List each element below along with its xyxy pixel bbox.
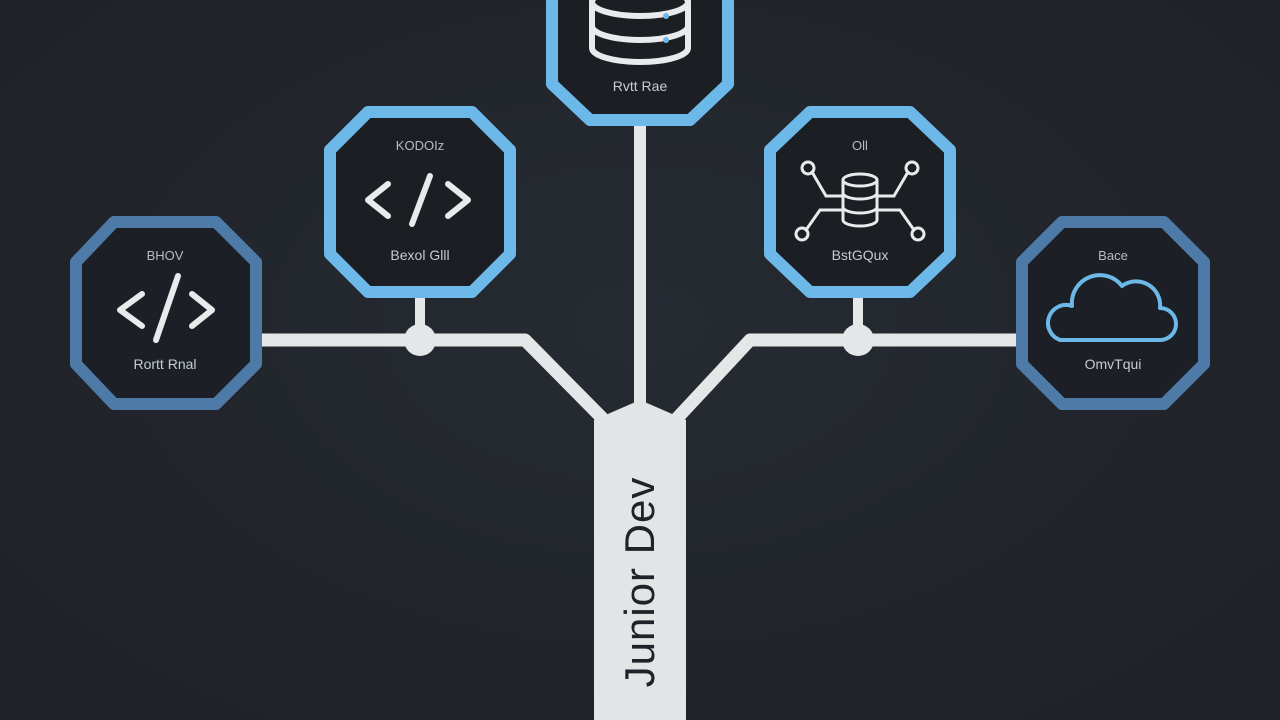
node-top-center[interactable]: Rvtt Rae [546,0,734,126]
node-left-upper-label: Bexol Glll [390,247,449,263]
led-dot-icon [663,13,669,19]
node-left-lower-title: BHOV [147,248,184,263]
junction-dot-left [404,324,436,356]
cloud-icon [1046,273,1178,342]
trunk-bar [594,400,686,720]
trunk-label: Junior Dev [616,477,663,688]
node-right-lower-label: OmvTqui [1085,356,1142,372]
node-left-lower[interactable]: BHOV Rortt Rnal [70,216,262,410]
node-right-lower-title: Bace [1098,248,1128,263]
network-database-icon [794,160,926,242]
code-icon [365,173,471,227]
node-left-upper[interactable]: KODOIz Bexol Glll [324,106,516,298]
connector-right [663,333,1018,433]
trunk: Junior Dev [594,400,686,720]
connector-left [262,333,617,433]
node-right-lower-frame [1016,216,1210,410]
node-right-upper-title: Oll [852,138,868,153]
node-right-lower[interactable]: Bace OmvTqui [1016,216,1210,410]
node-right-upper-frame [764,106,956,298]
node-top-center-label: Rvtt Rae [613,78,668,94]
junction-dot-right [842,324,874,356]
node-right-upper[interactable]: Oll BstGQux [764,106,956,298]
node-right-upper-label: BstGQux [832,247,889,263]
node-left-lower-label: Rortt Rnal [133,356,196,372]
code-icon [117,273,215,343]
database-icon [589,0,691,65]
node-left-upper-title: KODOIz [396,138,444,153]
led-dot-icon [663,37,669,43]
connectors [262,118,1018,433]
